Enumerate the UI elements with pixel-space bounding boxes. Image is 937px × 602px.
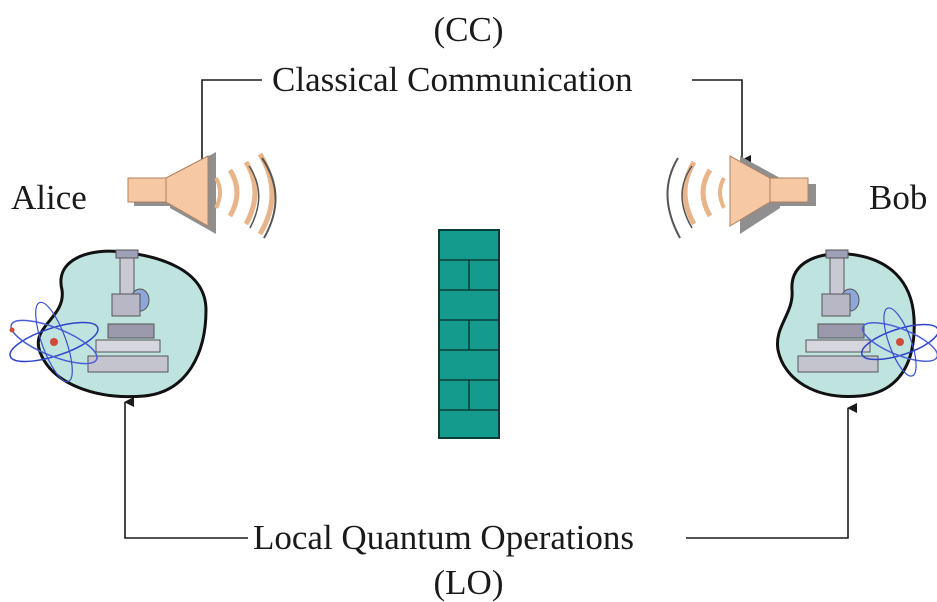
local-operations-label: Local Quantum Operations [253,518,635,557]
cc-connector-left [201,79,262,165]
microscope-lab-icon [775,249,937,399]
bob-label: Bob [869,178,928,217]
alice-label: Alice [11,178,87,217]
lo-abbreviation: (LO) [433,563,504,602]
lo-connector-right [686,403,857,539]
cc-abbreviation: (CC) [433,10,504,49]
classical-communication-label: Classical Communication [272,60,633,99]
microscope-lab-icon [9,249,208,399]
loudspeaker-icon [127,152,277,239]
lo-connector-left [124,397,248,539]
brick-wall-icon [438,229,500,439]
cc-connector-right [692,79,751,165]
loudspeaker-icon [666,155,816,239]
